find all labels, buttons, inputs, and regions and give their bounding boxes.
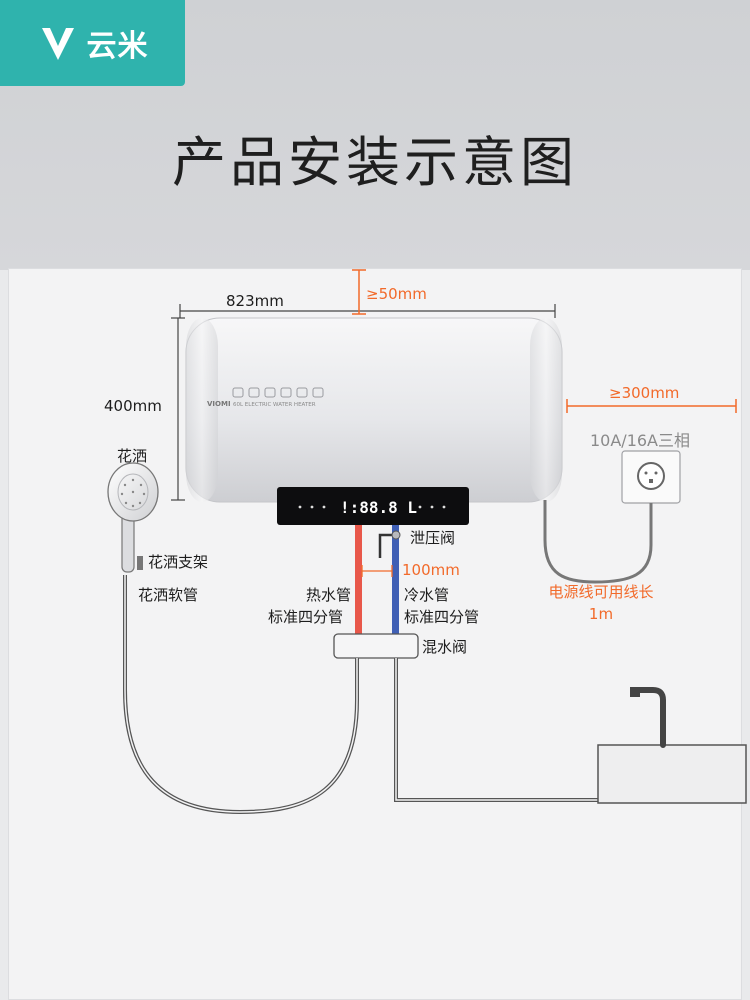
hot-pipe-label: 热水管 xyxy=(305,586,351,604)
shower-hose-label: 花洒软管 xyxy=(138,586,199,604)
height-dimension-label: 400mm xyxy=(104,397,162,415)
mixing-valve xyxy=(333,633,419,659)
heater-model-text: 60L ELECTRIC WATER HEATER xyxy=(233,402,316,408)
shower-bracket xyxy=(137,556,143,570)
relief-valve-label: 泄压阀 xyxy=(410,529,456,547)
cold-water-pipe xyxy=(392,525,399,635)
page-title: 产品安装示意图 xyxy=(172,131,578,194)
top-clearance-label: ≥50mm xyxy=(366,285,427,303)
mixing-valve-label: 混水阀 xyxy=(422,638,468,656)
heater-display-text: !:88.8 L xyxy=(340,498,417,517)
heater-icon-buttons xyxy=(232,387,324,398)
power-outlet xyxy=(621,450,681,504)
heater-control-panel: !:88.8 L xyxy=(277,487,469,525)
height-dimension-line xyxy=(171,317,185,501)
power-cord xyxy=(543,500,653,584)
shower-head-label: 花洒 xyxy=(117,447,148,465)
hot-pipe-spec-label: 标准四分管 xyxy=(268,608,344,626)
hot-water-pipe xyxy=(355,525,362,635)
water-heater-tank: VIOMI 60L ELECTRIC WATER HEATER xyxy=(185,317,563,503)
brand-logo: 云米 xyxy=(0,0,185,86)
brand-mark-icon xyxy=(41,28,74,60)
brand-name: 云米 xyxy=(86,29,149,64)
pressure-relief-valve xyxy=(378,530,401,558)
cold-pipe-spec-label: 标准四分管 xyxy=(404,608,480,626)
side-clearance-line xyxy=(566,399,737,413)
sink-basin xyxy=(597,744,747,804)
faucet-supply-pipe xyxy=(394,658,600,802)
shower-bracket-label: 花洒支架 xyxy=(148,553,209,571)
outlet-label: 10A/16A三相 xyxy=(590,431,691,450)
heater-brand-text: VIOMI xyxy=(207,400,231,408)
width-dimension-label: 823mm xyxy=(226,292,284,310)
power-cord-length-value: 1m xyxy=(588,605,614,623)
cold-pipe-label: 冷水管 xyxy=(404,586,450,604)
side-clearance-label: ≥300mm xyxy=(609,384,680,402)
shower-hose xyxy=(123,575,359,815)
width-dimension-line xyxy=(179,304,556,318)
pipe-gap-label: 100mm xyxy=(402,561,460,579)
power-cord-length-label: 电源线可用线长 xyxy=(548,583,654,601)
top-clearance-line xyxy=(352,269,366,315)
shower-head xyxy=(107,462,159,573)
faucet xyxy=(630,687,666,748)
pipe-gap-dimension xyxy=(361,565,393,577)
